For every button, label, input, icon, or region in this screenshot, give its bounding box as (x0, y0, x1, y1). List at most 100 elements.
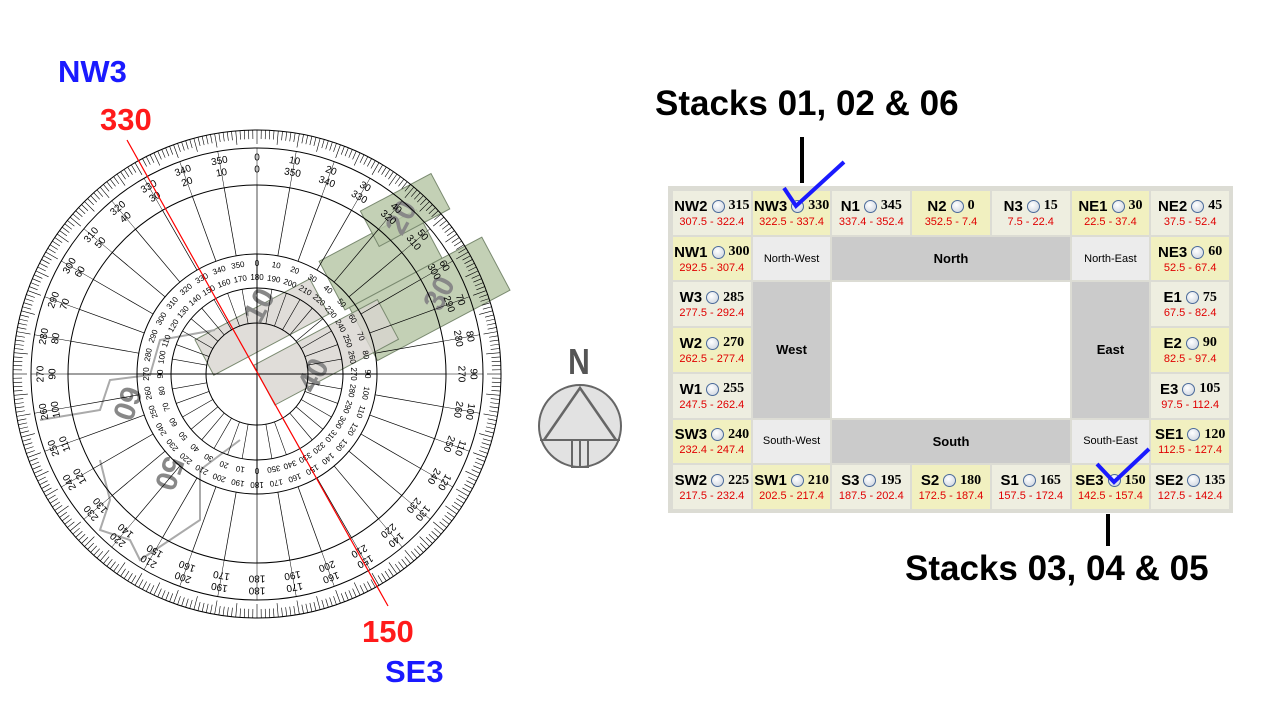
direction-code: SW2 (674, 472, 708, 490)
south-west-zone: South-West (752, 419, 831, 464)
degree-label: 260 (37, 402, 51, 421)
degree-label: 280 (346, 383, 357, 398)
degree-range: 67.5 - 82.4 (1163, 307, 1217, 320)
direction-degree: 165 (1039, 472, 1061, 488)
west-zone: West (752, 282, 831, 418)
degree-label: 60 (167, 416, 180, 429)
direction-radio[interactable] (1022, 474, 1036, 488)
degree-label: 110 (57, 434, 73, 453)
direction-radio[interactable] (863, 474, 877, 488)
degree-label: 80 (50, 332, 63, 345)
degree-label: 350 (266, 463, 281, 474)
check-mark-nw3-icon (782, 160, 846, 210)
direction-radio[interactable] (1111, 199, 1125, 213)
direction-radio[interactable] (1182, 382, 1196, 396)
direction-code: NW2 (674, 197, 708, 215)
direction-radio[interactable] (706, 291, 720, 305)
degree-range: 187.5 - 202.4 (838, 490, 904, 503)
direction-radio[interactable] (790, 474, 804, 488)
direction-radio[interactable] (1191, 199, 1205, 213)
direction-radio[interactable] (711, 245, 725, 259)
degree-label: 200 (317, 558, 337, 574)
degree-label: 100 (463, 402, 477, 421)
degree-label: 140 (187, 292, 203, 308)
degree-label: 260 (451, 400, 465, 419)
direction-radio[interactable] (711, 474, 725, 488)
degree-label: 120 (345, 421, 360, 438)
direction-degree: 180 (960, 472, 982, 488)
north-zone: North (832, 236, 1070, 281)
degree-label: 0 (254, 466, 259, 475)
building-number: 60 (106, 382, 148, 425)
degree-label: 140 (320, 451, 336, 467)
direction-radio[interactable] (711, 199, 725, 213)
degree-label: 320 (178, 281, 194, 297)
direction-radio[interactable] (1191, 245, 1205, 259)
degree-label: 60 (436, 259, 451, 275)
direction-radio[interactable] (943, 474, 957, 488)
direction-degree: 150 (1124, 472, 1146, 488)
direction-radio[interactable] (1185, 291, 1199, 305)
degree-label: 20 (180, 175, 195, 189)
direction-radio[interactable] (863, 199, 877, 213)
degree-label: 250 (46, 438, 62, 458)
degree-label: 110 (160, 333, 173, 349)
degree-label: 20 (324, 164, 339, 178)
degree-label: 270 (455, 366, 466, 383)
direction-radio[interactable] (706, 382, 720, 396)
east-zone: East (1071, 282, 1150, 418)
building-20-wing (359, 172, 451, 248)
stacks-top-label: Stacks 01, 02 & 06 (655, 84, 959, 123)
degree-range: 22.5 - 37.4 (1084, 215, 1137, 228)
direction-radio[interactable] (950, 199, 964, 213)
direction-radio[interactable] (1187, 474, 1201, 488)
degree-label: 20 (218, 459, 230, 471)
degree-label: 250 (341, 333, 354, 349)
degree-label: 320 (311, 440, 327, 456)
degree-label: 0 (255, 259, 260, 268)
degree-label: 100 (360, 386, 371, 401)
degree-label: 50 (177, 429, 190, 442)
direction-radio[interactable] (1187, 428, 1201, 442)
degree-label: 340 (282, 458, 298, 471)
direction-radio[interactable] (711, 428, 725, 442)
degree-label: 110 (354, 404, 367, 420)
direction-radio[interactable] (1185, 336, 1199, 350)
direction-radio[interactable] (1026, 199, 1040, 213)
degree-label: 170 (233, 273, 248, 284)
degree-label: 130 (333, 437, 349, 453)
direction-radio[interactable] (706, 336, 720, 350)
degree-label: 200 (173, 569, 193, 585)
top-degree-label: 330 (100, 102, 152, 137)
degree-label: 70 (58, 297, 72, 312)
